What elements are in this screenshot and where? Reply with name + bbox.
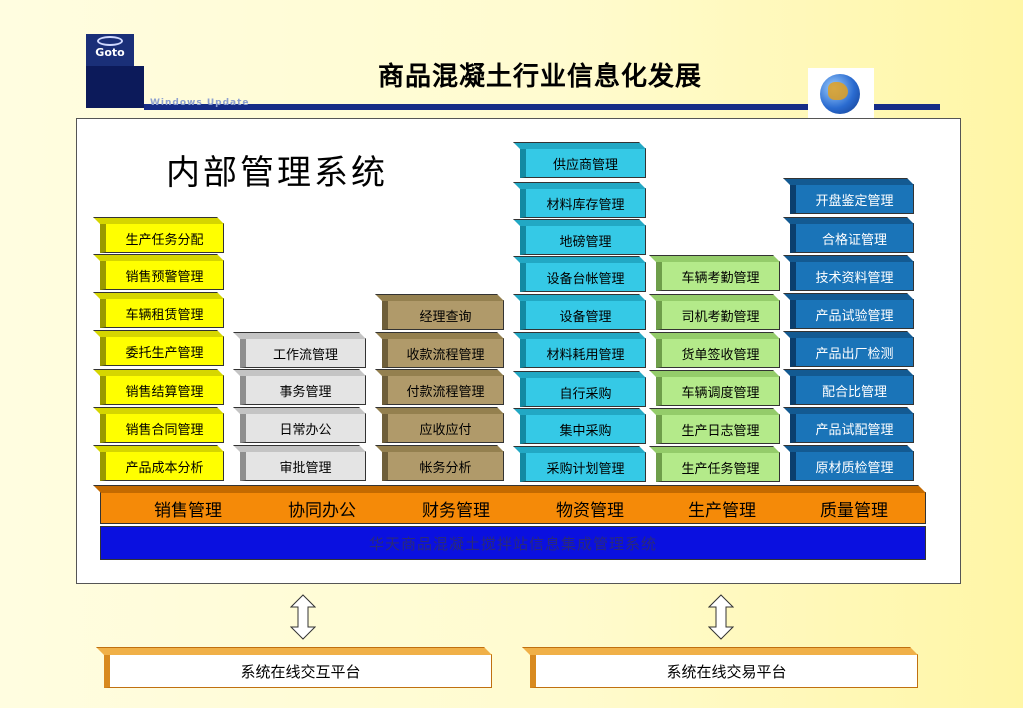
slide-title: 商品混凝土行业信息化发展	[377, 62, 702, 92]
category-materials: 物资管理	[556, 501, 624, 521]
module-box: 自行采购	[520, 377, 646, 407]
module-box: 销售合同管理	[100, 413, 224, 443]
module-box: 车辆调度管理	[656, 376, 780, 406]
category-office: 协同办公	[288, 501, 356, 521]
module-box: 产品试验管理	[790, 299, 914, 329]
module-box: 设备管理	[520, 300, 646, 330]
module-box: 生产任务分配	[100, 223, 224, 253]
module-box: 采购计划管理	[520, 452, 646, 482]
module-box: 材料耗用管理	[520, 338, 646, 368]
system-bar: 华天商品混凝土搅拌站信息集成管理系统	[100, 526, 926, 560]
module-box: 付款流程管理	[382, 375, 504, 405]
module-box: 设备台帐管理	[520, 262, 646, 292]
module-box: 帐务分析	[382, 451, 504, 481]
module-box: 审批管理	[240, 451, 366, 481]
category-quality: 质量管理	[820, 501, 888, 521]
module-box: 原材质检管理	[790, 451, 914, 481]
rule-watermark-text: Windows Update	[150, 98, 250, 108]
diagram-heading: 内部管理系统	[166, 153, 388, 193]
module-box: 车辆租赁管理	[100, 298, 224, 328]
module-box: 货单签收管理	[656, 338, 780, 368]
module-box: 产品成本分析	[100, 451, 224, 481]
module-box: 开盘鉴定管理	[790, 184, 914, 214]
module-box: 产品试配管理	[790, 413, 914, 443]
module-box: 材料库存管理	[520, 188, 646, 218]
module-box: 收款流程管理	[382, 338, 504, 368]
module-box: 销售结算管理	[100, 375, 224, 405]
module-box: 集中采购	[520, 414, 646, 444]
logo-ring-icon	[97, 36, 123, 46]
module-box: 日常办公	[240, 413, 366, 443]
category-sales: 销售管理	[154, 501, 222, 521]
module-box: 车辆考勤管理	[656, 261, 780, 291]
module-box: 经理查询	[382, 300, 504, 330]
category-finance: 财务管理	[422, 501, 490, 521]
logo-text: Goto	[95, 46, 125, 59]
module-box: 司机考勤管理	[656, 300, 780, 330]
module-box: 生产任务管理	[656, 452, 780, 482]
module-box: 委托生产管理	[100, 336, 224, 366]
globe-icon	[808, 68, 874, 118]
module-box: 产品出厂检测	[790, 337, 914, 367]
title-rule	[144, 104, 940, 110]
module-box: 配合比管理	[790, 375, 914, 405]
interaction-platform: 系统在线交互平台	[104, 654, 492, 688]
module-box: 事务管理	[240, 375, 366, 405]
trading-platform: 系统在线交易平台	[530, 654, 918, 688]
module-box: 合格证管理	[790, 223, 914, 253]
category-production: 生产管理	[688, 501, 756, 521]
category-bar: 销售管理 协同办公 财务管理 物资管理 生产管理 质量管理	[100, 492, 926, 524]
goto-logo: Goto	[86, 34, 134, 66]
module-box: 生产日志管理	[656, 414, 780, 444]
module-box: 技术资料管理	[790, 261, 914, 291]
module-box: 地磅管理	[520, 225, 646, 255]
double-arrow-icon	[708, 594, 734, 640]
module-box: 应收应付	[382, 413, 504, 443]
logo-background-block	[86, 66, 144, 108]
module-box: 销售预警管理	[100, 260, 224, 290]
double-arrow-icon	[290, 594, 316, 640]
module-box: 工作流管理	[240, 338, 366, 368]
module-box: 供应商管理	[520, 148, 646, 178]
